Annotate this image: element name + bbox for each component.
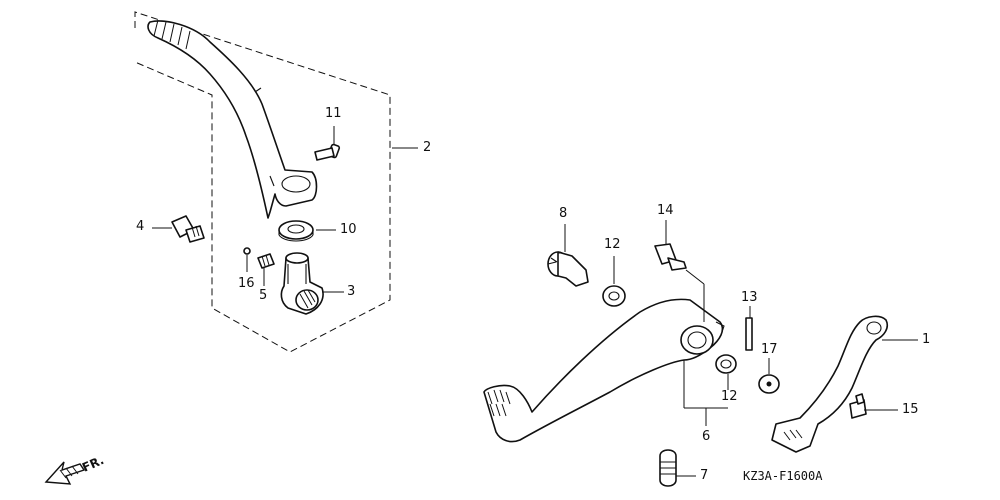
- label-part-7: 7: [700, 468, 709, 483]
- bolt-4: [171, 215, 205, 243]
- bolt-11: [314, 143, 341, 161]
- label-part-11: 11: [325, 106, 342, 121]
- spring-7: [659, 449, 677, 487]
- shift-lever: [771, 315, 889, 453]
- label-part-17: 17: [761, 342, 778, 357]
- diagram-code: KZ3A-F1600A: [743, 469, 823, 483]
- label-part-13: 13: [741, 290, 758, 305]
- label-part-4: 4: [136, 219, 145, 234]
- front-direction-arrow: [44, 461, 86, 485]
- pin-13: [745, 317, 753, 351]
- washer-10: [278, 220, 314, 242]
- label-part-12-lower: 12: [721, 389, 738, 404]
- label-part-14: 14: [657, 203, 674, 218]
- label-part-16: 16: [238, 276, 255, 291]
- brake-pedal: [483, 298, 725, 443]
- seal-12-lower: [715, 354, 737, 374]
- ball-16: [243, 247, 251, 255]
- label-part-6: 6: [702, 429, 711, 444]
- kick-spindle-3: [280, 252, 324, 315]
- pivot-bolt-8: [547, 251, 589, 287]
- spring-5: [257, 253, 275, 269]
- label-part-15: 15: [902, 402, 919, 417]
- seal-12-upper: [602, 285, 626, 307]
- washer-17: [758, 374, 780, 394]
- label-part-2: 2: [423, 140, 432, 155]
- label-part-8: 8: [559, 206, 568, 221]
- label-part-3: 3: [347, 284, 356, 299]
- bolt-15: [849, 393, 867, 419]
- label-part-10: 10: [340, 222, 357, 237]
- bolt-14: [654, 243, 687, 271]
- leader-lines: [152, 126, 918, 477]
- label-part-5: 5: [259, 288, 268, 303]
- label-part-12-upper: 12: [604, 237, 621, 252]
- kick-starter-arm: [147, 19, 318, 219]
- label-part-1: 1: [922, 332, 931, 347]
